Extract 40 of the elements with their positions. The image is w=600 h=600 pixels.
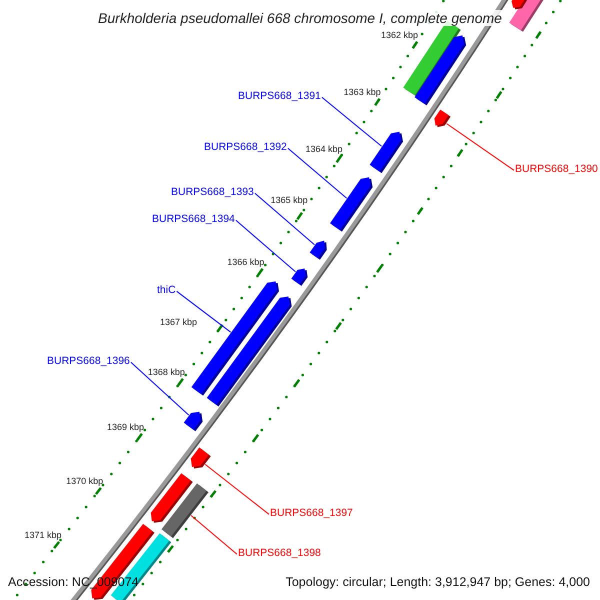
gene-label: BURPS668_1391 <box>238 91 321 102</box>
title: Burkholderia pseudomallei 668 chromosome I, complete genome <box>96 10 504 26</box>
leader-line <box>204 464 270 515</box>
scale-label: 1364 kbp <box>305 145 342 154</box>
leader-line <box>254 192 315 246</box>
gene-feature-bar <box>330 177 373 232</box>
leader-line <box>176 290 232 333</box>
leader-line <box>130 362 190 416</box>
gene-feature-bar <box>310 240 327 260</box>
gene-label: BURPS668_1392 <box>204 142 287 152</box>
scale-label: 1368 kbp <box>148 368 185 377</box>
info-text: Topology: circular; Length: 3,912,947 bp; Genes: 4,000 <box>286 576 590 588</box>
gene-label: BURPS668_1394 <box>152 214 235 224</box>
gene-feature-bar <box>190 447 211 468</box>
scale-label: 1367 kbp <box>160 318 198 327</box>
leader-line <box>287 148 348 199</box>
scale-label: 1363 kbp <box>344 88 381 97</box>
gene-label: BURPS668_1396 <box>47 356 130 366</box>
gene-feature-bar <box>512 0 527 10</box>
leader-line <box>190 515 238 555</box>
gene-label: BURPS668_1393 <box>171 187 254 198</box>
gene-feature-bar <box>370 132 403 174</box>
leader-line <box>235 220 296 272</box>
gene-label: BURPS668_1397 <box>270 508 353 518</box>
scale-label: 1362 kbp <box>381 31 418 40</box>
gene-feature-bar <box>162 483 208 538</box>
scale-label: 1369 kbp <box>107 423 144 432</box>
gene-feature-bar <box>184 412 203 432</box>
info-text: Accession: NC_009074 <box>8 576 139 588</box>
scale-label: 1370 kbp <box>66 477 104 486</box>
gene-feature-bar <box>434 110 451 128</box>
gene-feature-bar <box>291 268 308 286</box>
scale-label: 1365 kbp <box>270 196 308 205</box>
scale-label: 1366 kbp <box>227 258 264 267</box>
leader-line <box>321 96 382 147</box>
gene-label: thiC <box>157 285 176 296</box>
leader-line <box>446 123 514 171</box>
scale-label: 1371 kbp <box>24 531 62 540</box>
gene-label: BURPS668_1390 <box>515 164 598 174</box>
gene-label: BURPS668_1398 <box>238 548 321 558</box>
